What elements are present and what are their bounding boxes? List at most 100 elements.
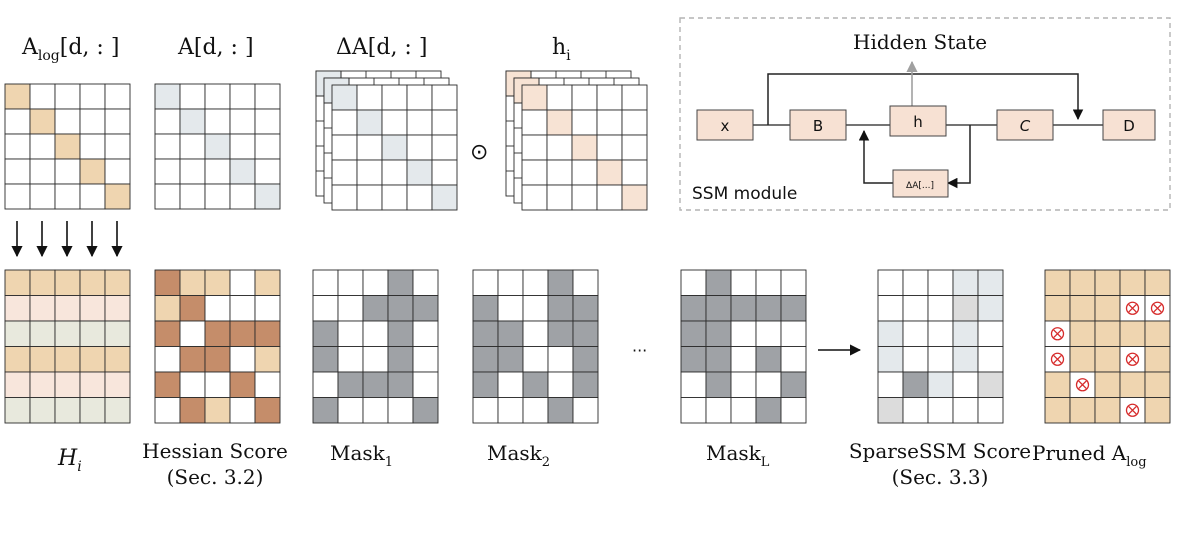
h-cell [571,184,598,211]
hessian-cell [204,269,231,296]
mask-2-cell [522,320,549,347]
mask-1-cell [337,346,364,373]
h-i-cell [29,295,56,322]
alog-cell [29,183,56,210]
mask-1-cell [337,371,364,398]
sparsessm-cell [877,269,904,296]
a-cell [204,183,231,210]
delta-a-cell [331,159,358,186]
pruned-cross-icon [1050,327,1065,341]
sparsessm-cell [927,397,954,424]
alog-cell [54,83,81,110]
mask-l-cell [755,371,782,398]
mask-1-label: Mask1 [330,441,393,470]
mask-l-cell [755,320,782,347]
mask-l-cell [680,346,707,373]
h-label: hi [552,35,571,64]
a-cell [204,158,231,185]
delta-a-cell [381,109,408,136]
mask-1-cell [362,346,389,373]
mask-1-cell [362,295,389,322]
delta-a-cell [331,184,358,211]
alog-cell [54,133,81,160]
alog-cell [79,108,106,135]
mask-1-cell [387,346,414,373]
a-label: A[d, : ] [177,35,254,60]
alog-cell [54,108,81,135]
pruned-cell [1094,371,1121,398]
pruned-alog-label: Pruned Alog [1032,441,1147,470]
delta-a-label: ΔA[d, : ] [336,35,427,60]
mask-2-cell [472,371,499,398]
mask-2-cell [572,371,599,398]
alog-cell [79,133,106,160]
mask-2-cell [497,295,524,322]
h-cell [521,184,548,211]
sparsessm-cell [952,320,979,347]
mask-1-cell [337,320,364,347]
mask-l-cell [730,346,757,373]
h-i-cell [4,346,31,373]
alog-matrix [4,83,131,210]
h-cell [621,84,648,111]
svg-text:B: B [813,117,823,135]
mask-l-cell [680,269,707,296]
sparsessm-score-label: SparseSSM Score [849,439,1031,463]
sparsessm-cell [902,295,929,322]
delta-a-cell [431,84,458,111]
sparsessm-cell [877,320,904,347]
alog-cell [29,83,56,110]
h-i-cell [104,320,131,347]
sparsessm-cell [902,346,929,373]
h-i-cell [4,397,31,424]
alog-cell [29,158,56,185]
svg-text:D: D [1123,117,1135,135]
alog-cell [54,183,81,210]
delta-a-cell [406,109,433,136]
hessian-cell [154,346,181,373]
delta-a-cell [431,109,458,136]
pruned-cell [1069,269,1096,296]
sparsessm-score-matrix [877,269,1004,424]
mask-1-cell [312,397,339,424]
hessian-cell [179,371,206,398]
sparsessm-score-ref: (Sec. 3.3) [892,465,989,489]
hessian-score-matrix [154,269,281,424]
mask-l-cell [705,346,732,373]
mask-1-cell [412,371,439,398]
hessian-cell [204,397,231,424]
alog-cell [54,158,81,185]
h-i-label: Hi [57,446,82,475]
h-cell [521,84,548,111]
sparsessm-cell [952,346,979,373]
ssm-module: Hidden State SSM module x B h C D [679,17,1171,211]
mask-2-cell [572,320,599,347]
alog-cell [29,133,56,160]
skip-connection-arrow [767,73,1084,125]
h-cell [596,84,623,111]
sparsessm-cell [952,397,979,424]
mask-1-cell [412,397,439,424]
delta-a-cell [431,184,458,211]
sparsessm-cell [877,397,904,424]
a-cell [154,133,181,160]
mask-2-cell [547,346,574,373]
svg-text:C: C [1020,117,1031,135]
sparsessm-cell [902,320,929,347]
a-cell [254,83,281,110]
pruned-cross-stroke [1153,304,1162,313]
hessian-cell [254,397,281,424]
a-cell [179,133,206,160]
mask-l-cell [780,269,807,296]
hessian-cell [154,371,181,398]
pruned-cell [1119,371,1146,398]
h-cell [521,109,548,136]
h-cell [596,134,623,161]
delta-a-cell [406,134,433,161]
h-i-cell [79,371,106,398]
mask-1-cell [412,269,439,296]
mask-l-cell [780,320,807,347]
pruned-cell [1044,397,1071,424]
h-cell [596,159,623,186]
